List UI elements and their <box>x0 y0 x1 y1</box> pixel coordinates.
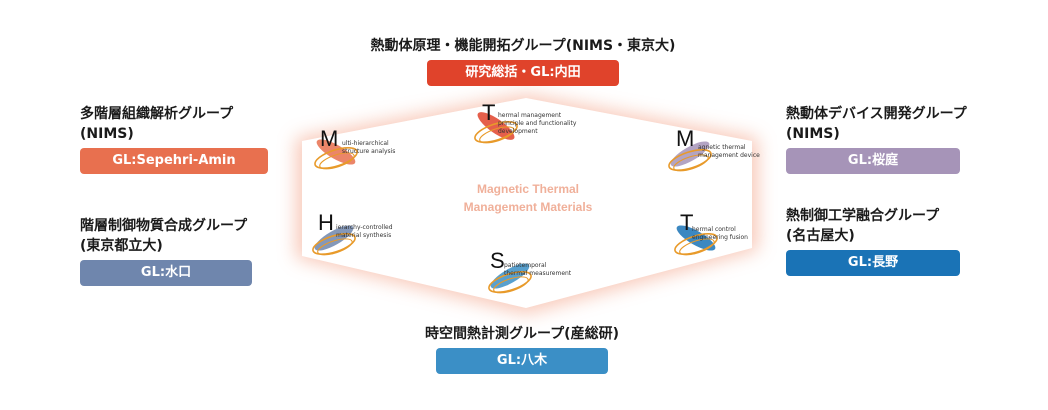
group-thermal-principle: 熱動体原理・機能開拓グループ(NIMS・東京大) 研究総括・GL:内田 <box>363 36 683 86</box>
node-letter: M <box>320 126 339 151</box>
group-title: 熱動体デバイス開発グループ <box>786 106 967 122</box>
node-letter: H <box>318 210 334 235</box>
node-description: agnetic thermal management device <box>698 144 760 160</box>
node-emblem-m-right <box>668 141 712 172</box>
node-description: hermal control engineering fusion <box>692 226 748 242</box>
node-desc-line: development <box>498 128 538 135</box>
node-emblem-m-left <box>314 139 358 170</box>
node-desc-line: hermal management <box>498 112 562 119</box>
node-desc-line: principle and functionality <box>498 120 577 127</box>
node-description: ulti-hierarchical structure analysis <box>342 140 395 156</box>
node-desc-line: engineering fusion <box>692 234 748 241</box>
node-letter: T <box>680 210 694 235</box>
node-emblem-t-right <box>674 225 718 256</box>
center-title-line1: Magnetic Thermal <box>476 182 580 196</box>
node-emblem-t-top <box>474 112 518 144</box>
node-letter: S <box>490 248 505 273</box>
group-affiliation: (NIMS) <box>80 126 134 142</box>
group-thermal-device: 熱動体デバイス開発グループ (NIMS) GL:桜庭 <box>786 104 976 174</box>
center-title-line2: Management Materials <box>463 200 593 214</box>
leader-badge: GL:水口 <box>80 260 252 286</box>
group-title: 多階層組織解析グループ <box>80 106 234 122</box>
group-affiliation: (名古屋大) <box>786 228 855 244</box>
leader-badge: GL:長野 <box>786 250 960 276</box>
leader-badge: GL:桜庭 <box>786 148 960 174</box>
group-multi-hierarchical: 多階層組織解析グループ (NIMS) GL:Sepehri-Amin <box>80 104 270 174</box>
group-affiliation: (東京都立大) <box>80 238 163 254</box>
node-desc-line: material synthesis <box>336 232 392 239</box>
node-desc-line: hermal control <box>692 226 736 233</box>
node-letter: T <box>482 100 496 125</box>
node-description: ierarchy-controlled material synthesis <box>336 224 393 240</box>
group-spatiotemporal: 時空間熱計測グループ(産総研) GL:八木 <box>392 324 652 374</box>
node-desc-line: patiotemporal <box>504 262 547 269</box>
node-desc-line: thermal measurement <box>504 270 572 277</box>
group-title: 階層制御物質合成グループ <box>80 218 248 234</box>
node-emblem-h-left <box>312 225 356 256</box>
leader-badge: 研究総括・GL:内田 <box>427 60 619 86</box>
group-thermal-control: 熱制御工学融合グループ (名古屋大) GL:長野 <box>786 206 976 276</box>
group-affiliation: (NIMS) <box>786 126 840 142</box>
node-description: patiotemporal thermal measurement <box>504 262 571 278</box>
leader-badge: GL:八木 <box>436 348 608 374</box>
node-emblem-s-bottom <box>488 263 532 294</box>
node-description: hermal management principle and function… <box>498 112 576 136</box>
node-desc-line: agnetic thermal <box>698 144 746 151</box>
node-letter: M <box>676 126 695 151</box>
group-hierarchy-controlled: 階層制御物質合成グループ (東京都立大) GL:水口 <box>80 216 270 286</box>
center-title: Magnetic Thermal Management Materials <box>418 180 638 216</box>
leader-badge: GL:Sepehri-Amin <box>80 148 268 174</box>
group-title: 時空間熱計測グループ(産総研) <box>425 326 619 342</box>
group-title: 熱制御工学融合グループ <box>786 208 940 224</box>
node-desc-line: management device <box>698 152 760 159</box>
node-desc-line: ierarchy-controlled <box>336 224 393 231</box>
node-desc-line: ulti-hierarchical <box>342 140 389 147</box>
node-desc-line: structure analysis <box>342 148 396 155</box>
group-title: 熱動体原理・機能開拓グループ(NIMS・東京大) <box>370 38 676 54</box>
